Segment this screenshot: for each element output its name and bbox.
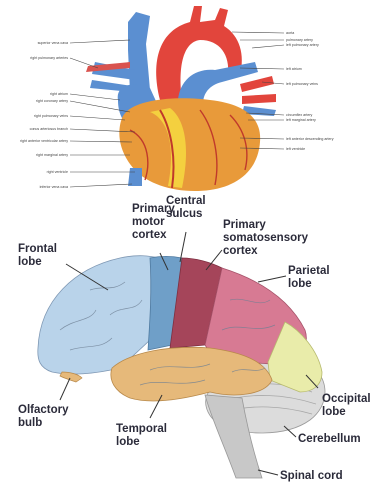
label-spinal-cord: Spinal cord — [280, 470, 343, 482]
label-left-pulmonary-veins: left pulmonary veins — [286, 82, 318, 86]
label-superior-vena-cava: superior vena cava — [38, 41, 68, 45]
label-cerebellum: Cerebellum — [298, 433, 361, 445]
label-left-anterior-descending-artery: left anterior descending artery — [286, 137, 334, 141]
label-inferior-vena-cava: inferior vena cava — [40, 185, 68, 189]
label-right-ventricle: right ventricle — [47, 170, 68, 174]
brain-illustration — [38, 256, 325, 478]
heart-labels-left: superior vena cava right pulmonary arter… — [20, 41, 68, 189]
label-right-coronary-artery: right coronary artery — [36, 99, 68, 103]
heart-labels-right: aorta pulmonary artery left pulmonary ar… — [286, 31, 334, 151]
label-left-ventricle: left ventricle — [286, 147, 305, 151]
inferior-vena-cava — [128, 168, 142, 186]
heart-illustration — [86, 6, 276, 191]
label-right-anterior-ventricular-artery: right anterior ventricular artery — [20, 139, 68, 143]
label-right-pulmonary-veins: right pulmonary veins — [34, 114, 68, 118]
label-left-atrium: left atrium — [286, 67, 302, 71]
superior-vena-cava — [128, 12, 150, 92]
label-right-pulmonary-arteries: right pulmonary arteries — [30, 56, 68, 60]
label-aorta: aorta — [286, 31, 294, 35]
label-right-marginal-artery: right marginal artery — [36, 153, 68, 157]
label-right-atrium: right atrium — [50, 92, 68, 96]
label-left-pulmonary-artery: left pulmonary artery — [286, 43, 319, 47]
label-conus-arteriosus-branch: conus arteriosus branch — [30, 127, 68, 131]
label-circumflex-artery: circumflex artery — [286, 113, 313, 117]
left-pulmonary-vessels — [240, 76, 276, 104]
label-left-marginal-artery: left marginal artery — [286, 118, 316, 122]
label-pulmonary-artery: pulmonary artery — [286, 38, 313, 42]
